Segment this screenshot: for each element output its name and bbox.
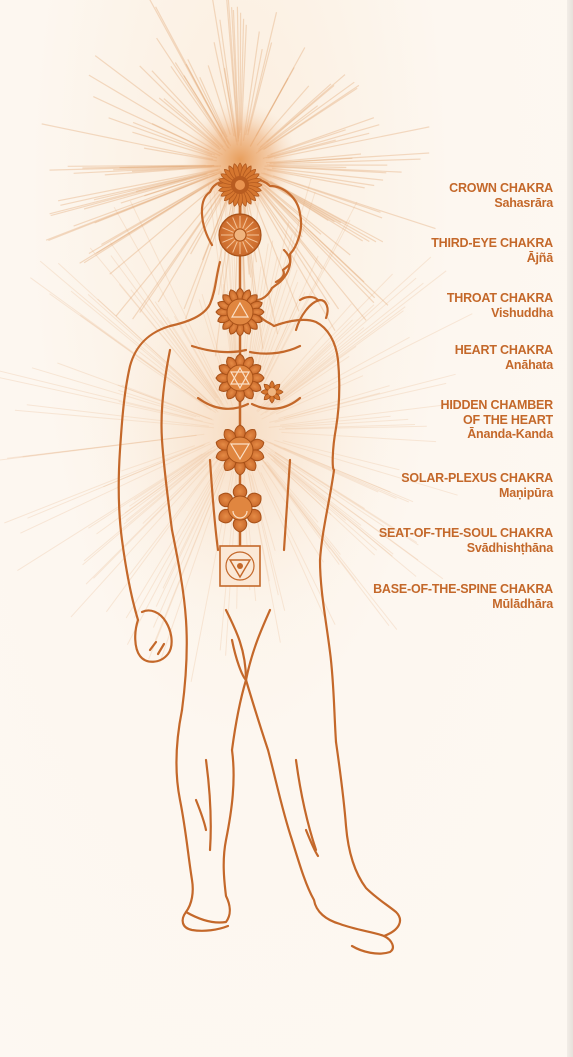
label-base-of-the-spine-chakra: BASE-OF-THE-SPINE CHAKRA Mūlādhāra xyxy=(293,582,553,611)
chakra-sanskrit-name: Anāhata xyxy=(293,358,553,373)
chakra-name: BASE-OF-THE-SPINE CHAKRA xyxy=(293,582,553,597)
chakra-sanskrit-name: Svādhishṭhāna xyxy=(293,541,553,556)
label-hidden-chamber-of-the-heart: HIDDEN CHAMBER OF THE HEART Ānanda-Kanda xyxy=(293,398,553,442)
chakra-name: THIRD-EYE CHAKRA xyxy=(293,236,553,251)
chakra-name: HEART CHAKRA xyxy=(293,343,553,358)
chakra-name: SOLAR-PLEXUS CHAKRA xyxy=(293,471,553,486)
label-crown-chakra: CROWN CHAKRA Sahasrāra xyxy=(293,181,553,210)
label-seat-of-the-soul-chakra: SEAT-OF-THE-SOUL CHAKRA Svādhishṭhāna xyxy=(293,526,553,555)
chakra-sanskrit-name: Mūlādhāra xyxy=(293,597,553,612)
page-edge-shadow xyxy=(567,0,573,1057)
label-throat-chakra: THROAT CHAKRA Vishuddha xyxy=(293,291,553,320)
chakra-name: THROAT CHAKRA xyxy=(293,291,553,306)
chakra-name: HIDDEN CHAMBER OF THE HEART xyxy=(293,398,553,427)
chakra-sanskrit-name: Vishuddha xyxy=(293,306,553,321)
chakra-sanskrit-name: Ājñā xyxy=(293,251,553,266)
chakra-sanskrit-name: Ānanda-Kanda xyxy=(293,427,553,442)
chakra-sanskrit-name: Maṇipūra xyxy=(293,486,553,501)
label-solar-plexus-chakra: SOLAR-PLEXUS CHAKRA Maṇipūra xyxy=(293,471,553,500)
chakra-name: CROWN CHAKRA xyxy=(293,181,553,196)
label-third-eye-chakra: THIRD-EYE CHAKRA Ājñā xyxy=(293,236,553,265)
label-heart-chakra: HEART CHAKRA Anāhata xyxy=(293,343,553,372)
chakra-name: SEAT-OF-THE-SOUL CHAKRA xyxy=(293,526,553,541)
chakra-sanskrit-name: Sahasrāra xyxy=(293,196,553,211)
